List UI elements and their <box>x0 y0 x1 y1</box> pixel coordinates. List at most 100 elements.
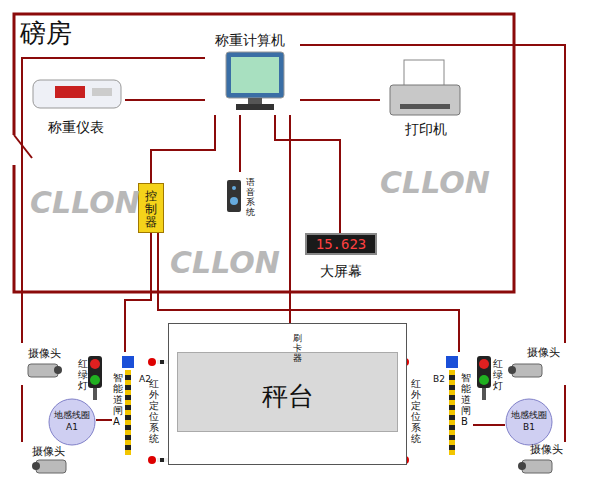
node-text: 红绿灯 <box>493 358 503 391</box>
node-text: 智能道闸A <box>113 372 123 427</box>
camera-icon <box>54 366 62 374</box>
watermark: CLLON <box>30 185 140 220</box>
speaker-icon <box>227 180 241 212</box>
traffic-light-icon <box>90 375 100 385</box>
camera-icon <box>512 364 542 377</box>
wire <box>125 233 151 352</box>
node-text: 15.623 <box>305 233 377 255</box>
wire <box>22 58 205 343</box>
wire <box>473 424 505 426</box>
loop-ellipse <box>49 399 95 445</box>
traffic-light-icon <box>477 356 491 388</box>
callout-label: A2 <box>139 374 151 384</box>
instrument-icon <box>55 86 85 98</box>
card-reader-node: 刷卡器 <box>279 331 305 371</box>
camera-icon <box>36 460 66 473</box>
wire <box>96 419 112 421</box>
node-text: 称重计算机 <box>215 32 285 50</box>
computer-icon <box>226 52 284 98</box>
camera-node: 摄像头 <box>505 343 583 385</box>
computer-icon <box>236 104 274 110</box>
traffic-light-node: 红绿灯 <box>76 352 106 402</box>
speaker-icon <box>232 186 236 190</box>
controller-box: 控制器 <box>138 183 164 233</box>
infrared-label: 红外定位系统 <box>411 378 421 444</box>
node-text: 摄像头 <box>28 346 61 361</box>
wire <box>21 385 23 442</box>
node-text: 摄像头 <box>530 442 563 457</box>
traffic-light-icon <box>90 359 100 369</box>
wire <box>151 115 215 183</box>
node-text: 磅房 <box>20 16 72 51</box>
camera-icon <box>508 366 516 374</box>
node-text: 智能道闸B <box>461 372 471 427</box>
wire <box>300 45 565 343</box>
node-text: 秤台 <box>169 379 406 414</box>
camera-node: 摄像头 <box>512 442 587 492</box>
wire <box>239 115 241 172</box>
node-text: 红绿灯 <box>78 358 88 391</box>
instrument-icon <box>92 88 112 96</box>
screen-node: 15.623 大屏幕 <box>305 233 377 283</box>
platform-box: 秤台 刷卡器 <box>168 323 407 465</box>
barrier-icon <box>449 370 455 455</box>
node-text: 大屏幕 <box>305 263 377 281</box>
traffic-light-icon <box>482 388 486 400</box>
voice-node: 语音系统 <box>222 172 260 222</box>
wire <box>300 99 380 101</box>
traffic-light-icon <box>93 388 97 400</box>
speaker-icon <box>227 180 241 212</box>
speaker-icon <box>230 197 238 205</box>
instrument-node: 称重仪表 <box>30 75 125 140</box>
node-text: 打印机 <box>405 121 447 139</box>
node-text: 语音系统 <box>246 178 255 218</box>
room-outline <box>14 14 514 292</box>
node-text: 刷卡器 <box>293 334 302 364</box>
wire <box>289 115 291 331</box>
infrared-label: 红外定位系统 <box>149 378 159 444</box>
node-text: 地感线圈 A1 <box>52 409 92 432</box>
barrier-icon <box>446 356 458 368</box>
traffic-light-icon <box>479 375 489 385</box>
node-text: 控制器 <box>145 190 157 230</box>
barrier-icon <box>125 370 131 455</box>
computer-node: 称重计算机 <box>205 30 300 115</box>
room-outline <box>14 14 514 292</box>
printer-icon <box>404 60 444 88</box>
camera-icon <box>28 364 58 377</box>
wire <box>125 99 205 101</box>
watermark: CLLON <box>380 165 490 200</box>
computer-icon <box>226 52 284 110</box>
watermark: CLLON <box>170 245 280 280</box>
camera-icon <box>522 460 552 473</box>
loop-ellipse <box>506 399 552 445</box>
traffic-light-node: 红绿灯 <box>475 352 505 402</box>
barrier-node: 智能道闸A <box>112 352 138 457</box>
loop-node: 地感线圈 A1 <box>48 398 96 446</box>
traffic-light-icon <box>88 356 102 388</box>
traffic-light-icon <box>479 359 489 369</box>
loop-node: 地感线圈 B1 <box>505 398 553 446</box>
computer-icon <box>248 98 262 104</box>
camera-node: 摄像头 <box>8 442 76 490</box>
instrument-icon <box>33 80 121 108</box>
camera-icon <box>32 462 40 470</box>
barrier-icon <box>122 356 134 368</box>
infrared-post <box>148 358 156 366</box>
callout-label: B2 <box>433 374 445 384</box>
printer-icon <box>390 85 460 115</box>
wire <box>275 115 340 233</box>
barrier-node: 智能道闸B <box>444 352 473 457</box>
node-text: 摄像头 <box>527 345 560 360</box>
printer-node: 打印机 <box>380 55 470 141</box>
node-text: 地感线圈 B1 <box>509 409 549 432</box>
computer-icon <box>231 57 279 93</box>
camera-icon <box>518 462 526 470</box>
wire <box>564 385 566 442</box>
printer-icon <box>400 104 450 109</box>
printer-icon <box>390 60 460 115</box>
infrared-post <box>148 456 156 464</box>
node-text: 摄像头 <box>32 444 65 459</box>
instrument-icon <box>33 80 121 108</box>
camera-node: 摄像头 <box>10 343 65 385</box>
